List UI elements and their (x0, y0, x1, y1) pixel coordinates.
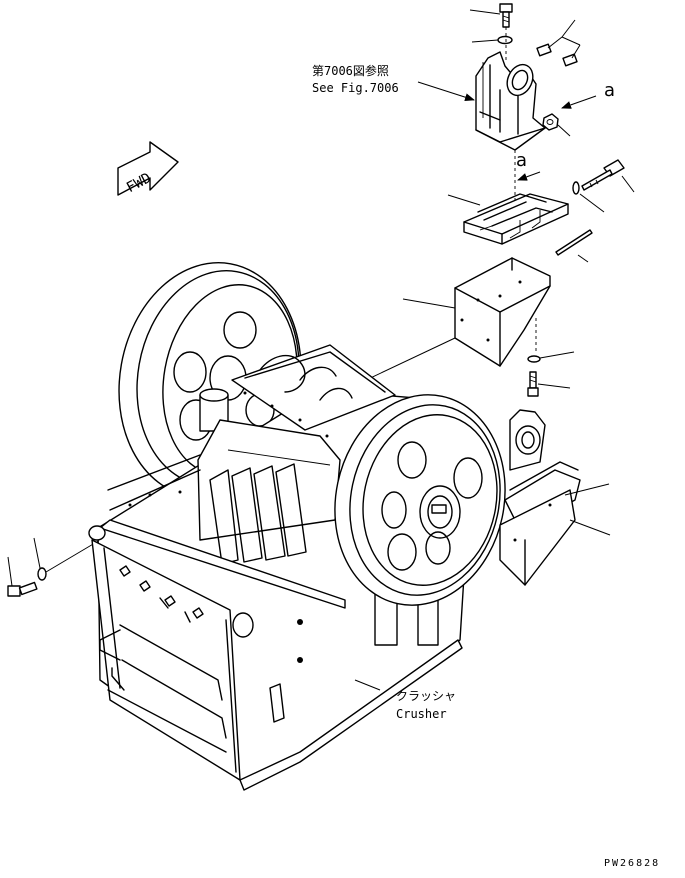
cover-leader (402, 298, 456, 309)
view-arrow-mid (517, 171, 541, 181)
plate-leader (447, 194, 481, 206)
top-bolt (469, 3, 513, 28)
side-washer (572, 181, 605, 213)
front-flywheel (334, 394, 506, 606)
fig-ref-en: See Fig.7006 (312, 81, 399, 95)
mounted-bracket (499, 409, 581, 586)
face-bolts (119, 565, 204, 623)
mounting-plate (463, 193, 569, 245)
crusher (88, 262, 611, 791)
fwd-arrow-icon: FWD (117, 141, 179, 196)
left-bolt (7, 556, 38, 597)
bottom-washer (527, 351, 575, 363)
grease-nipple (536, 19, 581, 67)
drawing-code: PW26828 (604, 858, 660, 869)
view-a-label-top: a (604, 80, 615, 101)
fig-ref-leader (417, 81, 475, 102)
view-arrow-icon (561, 95, 597, 109)
nut (542, 113, 571, 137)
view-a-label-mid: a (516, 150, 527, 171)
crusher-label-jp: クラッシャ (396, 689, 456, 703)
mounted-plate-leader (564, 483, 610, 496)
fwd-label: FWD (124, 170, 154, 196)
fig-ref-jp: 第7006図参照 (312, 63, 389, 78)
bottom-bolt (527, 371, 571, 397)
cover-box (454, 257, 551, 367)
left-assembly-leader (45, 539, 101, 573)
side-bolt (581, 159, 635, 193)
crusher-label-en: Crusher (396, 707, 447, 721)
jaw-teeth (209, 463, 307, 565)
left-washer (33, 537, 47, 581)
top-washer (471, 27, 513, 62)
bearing-bracket (475, 51, 546, 151)
crusher-leader (354, 679, 381, 691)
pin (555, 229, 593, 263)
mounted-cover-leader (569, 519, 611, 536)
